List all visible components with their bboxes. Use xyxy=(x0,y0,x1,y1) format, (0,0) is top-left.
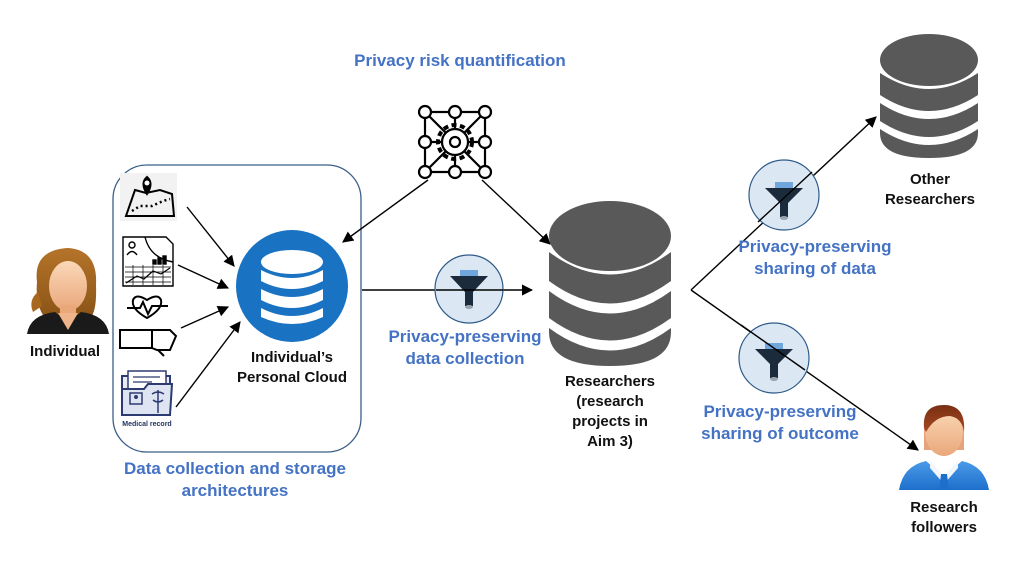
location-map-icon xyxy=(120,173,177,221)
research-follower-avatar xyxy=(899,405,989,490)
arrow-quant-to-cloud xyxy=(342,179,429,243)
personal-cloud-label-line2: Personal Cloud xyxy=(236,369,348,386)
individual-label: Individual xyxy=(29,343,100,360)
other-researchers-database-icon xyxy=(880,34,978,158)
health-report-icon xyxy=(122,236,174,287)
data-collection-caption-line1: Privacy-preserving xyxy=(388,327,542,346)
researchers-label-line3: projects in xyxy=(572,413,648,430)
research-followers-label: Research followers xyxy=(894,498,994,538)
individual-avatar xyxy=(27,248,109,334)
sharing-data-caption-line1: Privacy-preserving xyxy=(738,237,892,256)
sharing-data-caption-line2: sharing of data xyxy=(754,259,876,278)
researchers-label-line4: Aim 3) xyxy=(587,433,633,450)
architecture-caption-line2: architectures xyxy=(181,481,289,500)
other-researchers-label-line1: Other xyxy=(909,171,950,188)
data-collection-caption-line2: data collection xyxy=(405,349,525,368)
other-researchers-label: Other Researchers xyxy=(880,170,980,210)
research-followers-label-line2: followers xyxy=(911,519,977,536)
other-researchers-label-line2: Researchers xyxy=(884,191,976,208)
filter-funnel-icon-sharing-outcome xyxy=(738,322,810,394)
personal-cloud-icon xyxy=(236,230,348,342)
medical-record-icon xyxy=(121,370,174,416)
sharing-outcome-caption-line2: sharing of outcome xyxy=(701,424,859,443)
medical-record-label: Medical record xyxy=(122,421,172,428)
arrow-report-to-cloud xyxy=(177,264,230,289)
personal-cloud-label: Individual’s Personal Cloud xyxy=(222,348,362,388)
wearable-heart-monitor-icon xyxy=(119,295,178,357)
researchers-label-line1: Researchers xyxy=(564,373,656,390)
architecture-frame xyxy=(112,164,362,453)
researchers-database-icon xyxy=(549,201,671,366)
research-followers-label-line1: Research xyxy=(910,499,978,516)
sharing-outcome-caption-line1: Privacy-preserving xyxy=(703,402,857,421)
sharing-outcome-caption: Privacy-preserving sharing of outcome xyxy=(685,401,875,445)
network-gear-icon xyxy=(417,104,493,180)
data-collection-caption: Privacy-preserving data collection xyxy=(365,326,565,370)
sharing-data-caption: Privacy-preserving sharing of data xyxy=(720,236,910,280)
architecture-caption: Data collection and storage architecture… xyxy=(90,458,380,502)
filter-funnel-icon-collection xyxy=(434,254,504,324)
arrow-wearable-to-cloud xyxy=(180,305,230,329)
personal-cloud-label-line1: Individual’s xyxy=(251,349,333,366)
researchers-label: Researchers (research projects in Aim 3) xyxy=(545,372,675,452)
privacy-risk-quantification-title: Privacy risk quantification xyxy=(354,51,566,70)
arrow-quant-to-researchers xyxy=(481,179,551,245)
researchers-label-line2: (research xyxy=(576,393,644,410)
arrow-record-to-cloud xyxy=(175,321,241,408)
filter-funnel-icon-sharing-data xyxy=(748,159,820,231)
arrow-location-to-cloud xyxy=(186,206,235,267)
architecture-caption-line1: Data collection and storage xyxy=(124,459,346,478)
